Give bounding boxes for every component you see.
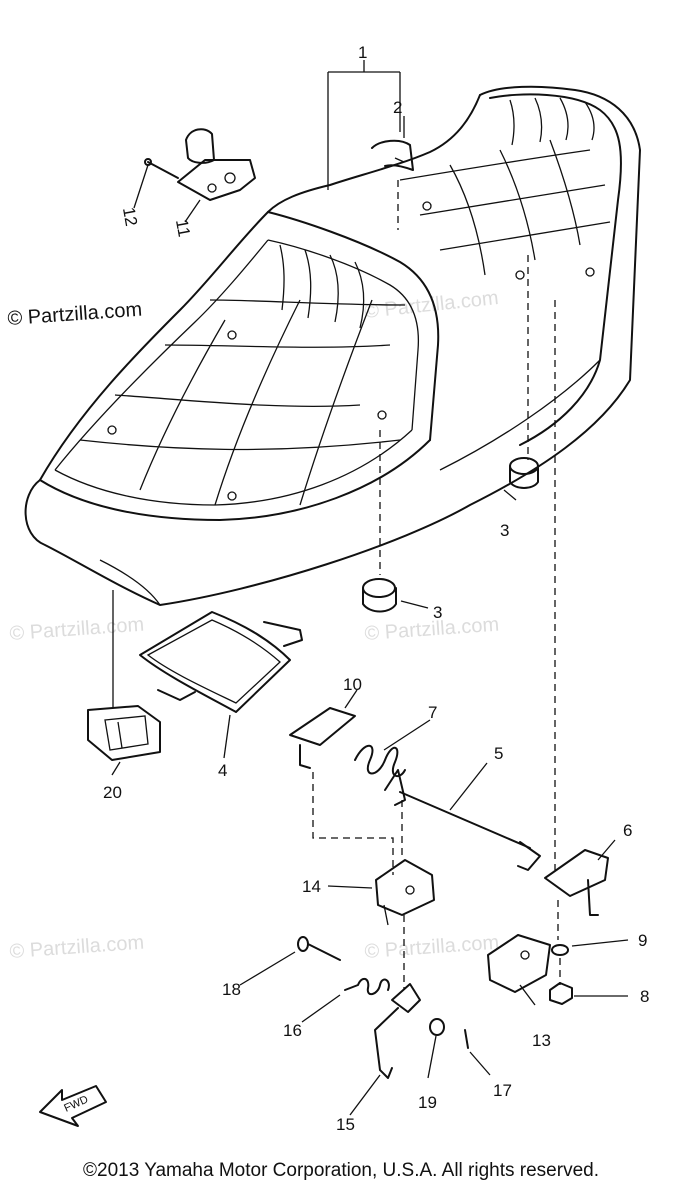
callout-5: 5 xyxy=(494,744,503,763)
callout-3-lower: 3 xyxy=(433,603,442,622)
callout-16: 16 xyxy=(283,1021,302,1040)
washer-9 xyxy=(551,944,569,956)
seat-lock-assembly xyxy=(144,128,256,201)
hinge-plate-10 xyxy=(289,707,356,769)
callout-19: 19 xyxy=(418,1093,437,1112)
cotter-pin-17 xyxy=(464,1029,469,1049)
callout-4: 4 xyxy=(218,761,227,780)
fwd-arrow-icon: FWD xyxy=(39,1085,107,1127)
callout-18: 18 xyxy=(222,980,241,999)
callout-numbers: 1 2 3 3 4 5 6 7 8 9 10 11 12 13 14 15 16… xyxy=(103,43,649,1134)
watermark-low-right: © Partzilla.com xyxy=(364,932,500,963)
callout-15: 15 xyxy=(336,1115,355,1134)
callout-9: 9 xyxy=(638,931,647,950)
callout-20: 20 xyxy=(103,783,122,802)
callout-17: 17 xyxy=(493,1081,512,1100)
watermark-primary: © Partzilla.com xyxy=(7,299,143,330)
watermark-mid-right: © Partzilla.com xyxy=(364,614,500,645)
spring-7 xyxy=(354,744,406,806)
latch-lever-15 xyxy=(374,983,421,1079)
callout-8: 8 xyxy=(640,987,649,1006)
seat-hook-14 xyxy=(375,859,435,926)
seat-damper-rubbers xyxy=(362,457,539,613)
callout-10: 10 xyxy=(343,675,362,694)
callout-14: 14 xyxy=(302,877,321,896)
watermark-low-left: © Partzilla.com xyxy=(9,932,145,963)
bolt-18 xyxy=(297,936,341,961)
nut-8 xyxy=(549,982,573,1005)
seat-bracket-6 xyxy=(544,849,609,916)
callout-12: 12 xyxy=(119,206,141,228)
callout-7: 7 xyxy=(428,703,437,722)
callout-3-upper: 3 xyxy=(500,521,509,540)
callout-1: 1 xyxy=(358,43,367,62)
callout-11: 11 xyxy=(172,218,194,239)
seat-assembly xyxy=(24,85,641,606)
seat-strap xyxy=(371,139,414,171)
spring-16 xyxy=(344,977,390,996)
seat-bracket-20 xyxy=(87,705,161,761)
seat-tray xyxy=(139,611,303,713)
assembly-dashed-lines xyxy=(312,180,561,990)
callout-6: 6 xyxy=(623,821,632,840)
collar-13 xyxy=(487,934,551,993)
leader-lines xyxy=(111,60,629,1116)
latch-rod-5 xyxy=(399,791,541,871)
callout-2: 2 xyxy=(393,98,402,117)
clip-19 xyxy=(429,1018,445,1036)
watermark-mid-left: © Partzilla.com xyxy=(9,614,145,645)
copyright-notice: ©2013 Yamaha Motor Corporation, U.S.A. A… xyxy=(83,1160,599,1181)
callout-13: 13 xyxy=(532,1031,551,1050)
